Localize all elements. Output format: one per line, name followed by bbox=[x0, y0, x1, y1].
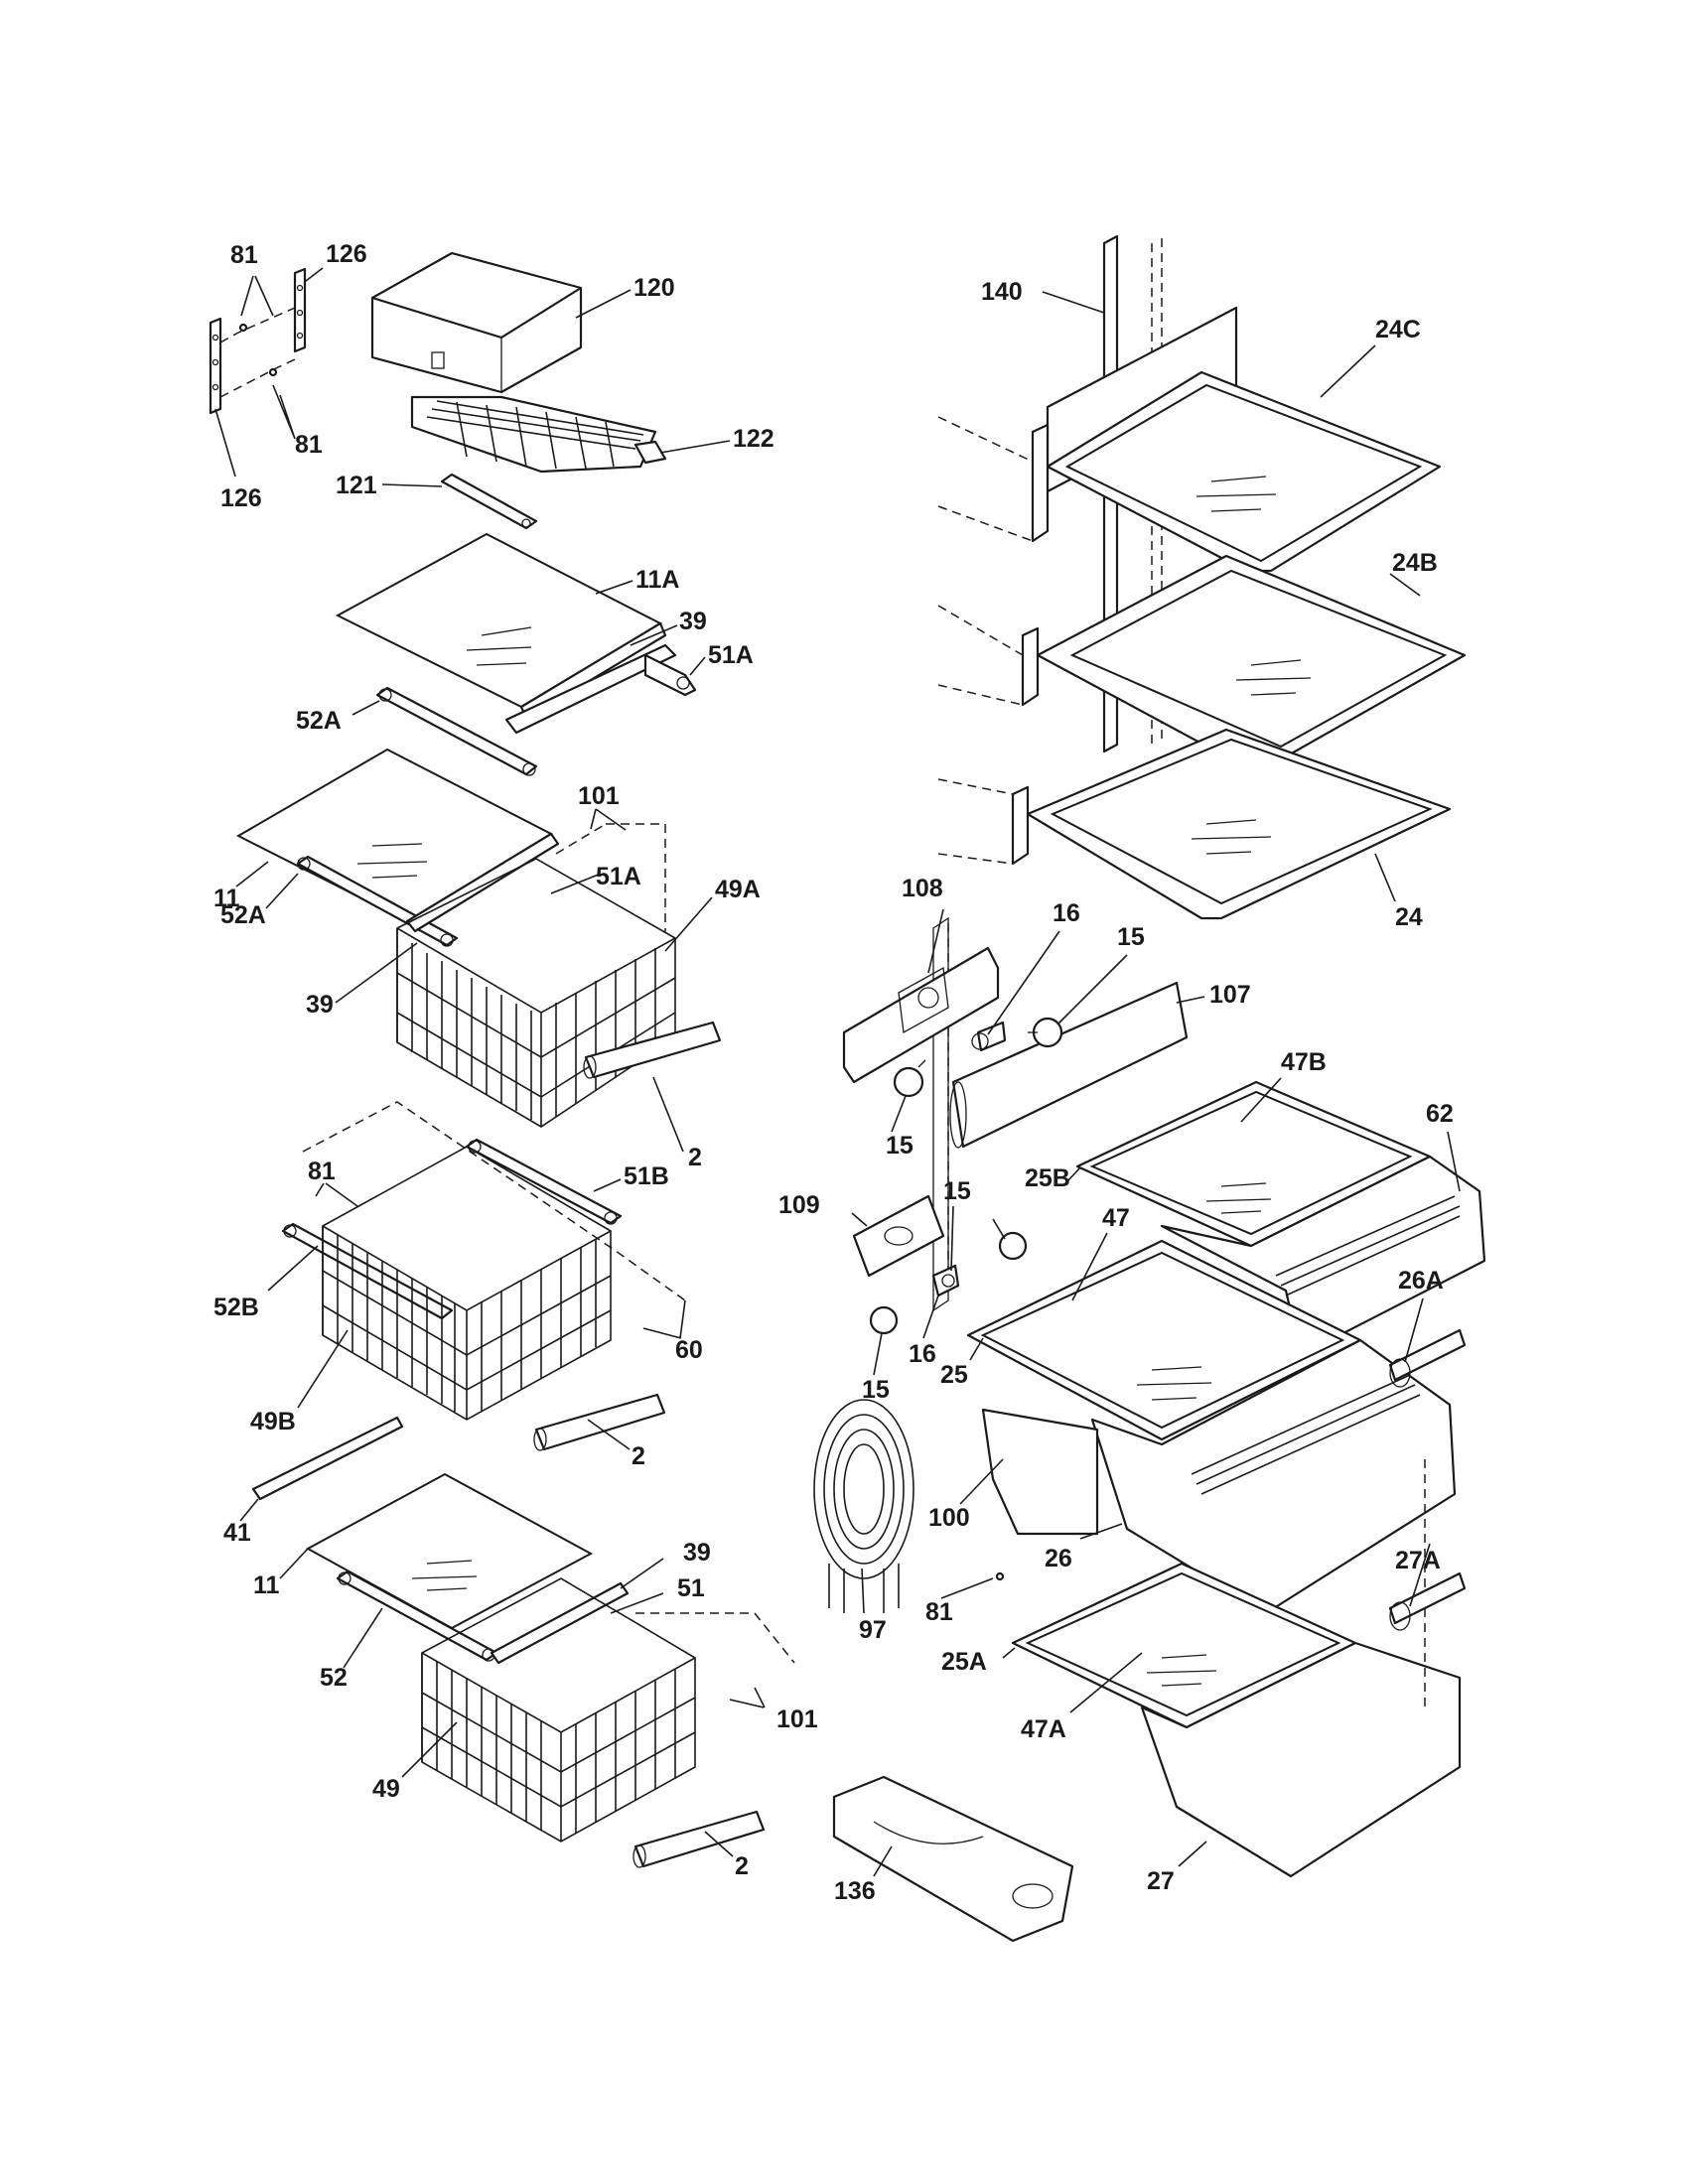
callout-l15c: 15 bbox=[943, 1177, 971, 1205]
callout-l51Ab: 51A bbox=[596, 863, 641, 890]
part-109-light-housing bbox=[852, 1194, 945, 1278]
callout-l27: 27 bbox=[1147, 1867, 1175, 1895]
part-49-wire-basket bbox=[421, 1577, 795, 1843]
callout-l101a: 101 bbox=[578, 782, 620, 810]
callout-l136: 136 bbox=[834, 1877, 876, 1905]
callout-l2c: 2 bbox=[735, 1852, 749, 1880]
callout-l39a: 39 bbox=[679, 608, 707, 635]
callout-l52B: 52B bbox=[213, 1294, 259, 1321]
part-27A-slide bbox=[1388, 1571, 1467, 1631]
callout-l11b: 11 bbox=[253, 1571, 280, 1599]
part-27-crisper-drawer bbox=[1140, 1459, 1462, 1878]
callout-l11A: 11A bbox=[635, 566, 679, 594]
callout-l51B: 51B bbox=[624, 1162, 669, 1190]
part-16-socket-lower bbox=[931, 1264, 960, 1297]
callout-l39b: 39 bbox=[306, 991, 334, 1019]
callout-l108: 108 bbox=[902, 875, 943, 902]
part-100-divider bbox=[981, 1408, 1099, 1536]
part-15-bulbs-lower bbox=[869, 1231, 1028, 1335]
part-62-crisper-drawer bbox=[1160, 1155, 1486, 1357]
part-26A-slide bbox=[1388, 1328, 1467, 1388]
callout-l51: 51 bbox=[677, 1574, 705, 1602]
part-2-shelf-trim-upper bbox=[583, 1021, 722, 1079]
part-136-holder bbox=[832, 1775, 1074, 1943]
callout-l62: 62 bbox=[1426, 1100, 1454, 1128]
callout-l126b: 126 bbox=[220, 484, 262, 512]
callout-l25A: 25A bbox=[941, 1648, 987, 1676]
part-11-glass-shelf-lower bbox=[305, 1472, 630, 1665]
callout-l25B: 25B bbox=[1025, 1164, 1070, 1192]
callout-l109: 109 bbox=[778, 1191, 820, 1219]
callout-l126a: 126 bbox=[326, 240, 367, 268]
part-47-crisper-cover bbox=[966, 1239, 1362, 1441]
part-120-ice-bin bbox=[370, 251, 667, 474]
part-24B-glass-shelf bbox=[937, 554, 1467, 761]
callout-l24B: 24B bbox=[1392, 549, 1438, 577]
callout-l47A: 47A bbox=[1021, 1715, 1066, 1743]
callout-l121: 121 bbox=[336, 472, 377, 499]
callout-l15d: 15 bbox=[862, 1376, 890, 1404]
callout-l49B: 49B bbox=[250, 1408, 296, 1435]
part-24C-glass-shelf bbox=[937, 370, 1442, 573]
callout-l122: 122 bbox=[733, 425, 774, 453]
callout-l47B: 47B bbox=[1281, 1048, 1327, 1076]
callout-l27A: 27A bbox=[1395, 1547, 1441, 1574]
leader-lines bbox=[214, 267, 1461, 1877]
callout-l101b: 101 bbox=[776, 1706, 818, 1733]
callout-l81c: 81 bbox=[308, 1158, 336, 1185]
part-16-socket-upper bbox=[971, 1021, 1007, 1052]
callout-l51Aa: 51A bbox=[708, 641, 754, 669]
part-24-glass-shelf bbox=[937, 728, 1452, 920]
part-126-brackets bbox=[209, 267, 307, 415]
part-97-heater-coil bbox=[813, 1399, 914, 1613]
callout-l97: 97 bbox=[859, 1616, 887, 1644]
part-15-bulbs-upper bbox=[893, 1017, 1063, 1098]
callout-l107: 107 bbox=[1209, 981, 1251, 1009]
part-26-crisper-drawer bbox=[1090, 1338, 1457, 1615]
callout-l60: 60 bbox=[675, 1336, 703, 1364]
callout-l120: 120 bbox=[633, 274, 675, 302]
part-47A-crisper-cover bbox=[1011, 1562, 1357, 1729]
callout-labels: 81 126 120 81 126 122 121 11A 39 51A 52A… bbox=[213, 240, 1454, 1905]
part-11A-glass-shelf bbox=[335, 532, 697, 776]
callout-l81b: 81 bbox=[295, 431, 323, 459]
callout-l41: 41 bbox=[223, 1519, 251, 1547]
callout-l2b: 2 bbox=[632, 1442, 645, 1470]
part-121-rail bbox=[440, 473, 538, 530]
part-11-glass-shelf-upper bbox=[235, 748, 560, 947]
callout-l39c: 39 bbox=[683, 1539, 711, 1567]
callout-l15a: 15 bbox=[1117, 923, 1145, 951]
callout-l25: 25 bbox=[940, 1361, 968, 1389]
callout-l15b: 15 bbox=[886, 1132, 914, 1160]
callout-l49A: 49A bbox=[715, 876, 761, 903]
part-2-shelf-trim-middle bbox=[533, 1393, 666, 1451]
callout-l52: 52 bbox=[320, 1664, 348, 1692]
part-107-light-shield bbox=[949, 981, 1189, 1149]
callout-l24: 24 bbox=[1395, 903, 1423, 931]
callout-l81d: 81 bbox=[925, 1598, 953, 1626]
part-81-screw bbox=[995, 1571, 1005, 1581]
callout-l26A: 26A bbox=[1398, 1267, 1444, 1295]
callout-l16a: 16 bbox=[1053, 899, 1080, 927]
callout-l24C: 24C bbox=[1375, 316, 1421, 343]
callout-l52Aa: 52A bbox=[296, 707, 342, 735]
part-41-trim bbox=[251, 1416, 404, 1501]
callout-l140: 140 bbox=[981, 278, 1023, 306]
callout-l100: 100 bbox=[928, 1504, 970, 1532]
callout-l26: 26 bbox=[1045, 1545, 1072, 1572]
callout-l52Ab: 52A bbox=[220, 901, 266, 929]
callout-l2a: 2 bbox=[688, 1144, 702, 1171]
callout-l81a: 81 bbox=[230, 241, 258, 269]
part-108-light-housing bbox=[842, 946, 1000, 1084]
part-49B-wire-basket bbox=[281, 1101, 686, 1421]
callout-l49: 49 bbox=[372, 1775, 400, 1803]
callout-l11a: 11 bbox=[213, 885, 240, 912]
callout-l47: 47 bbox=[1102, 1204, 1130, 1232]
part-2-shelf-trim-lower bbox=[633, 1810, 766, 1868]
callout-l16b: 16 bbox=[909, 1340, 936, 1368]
